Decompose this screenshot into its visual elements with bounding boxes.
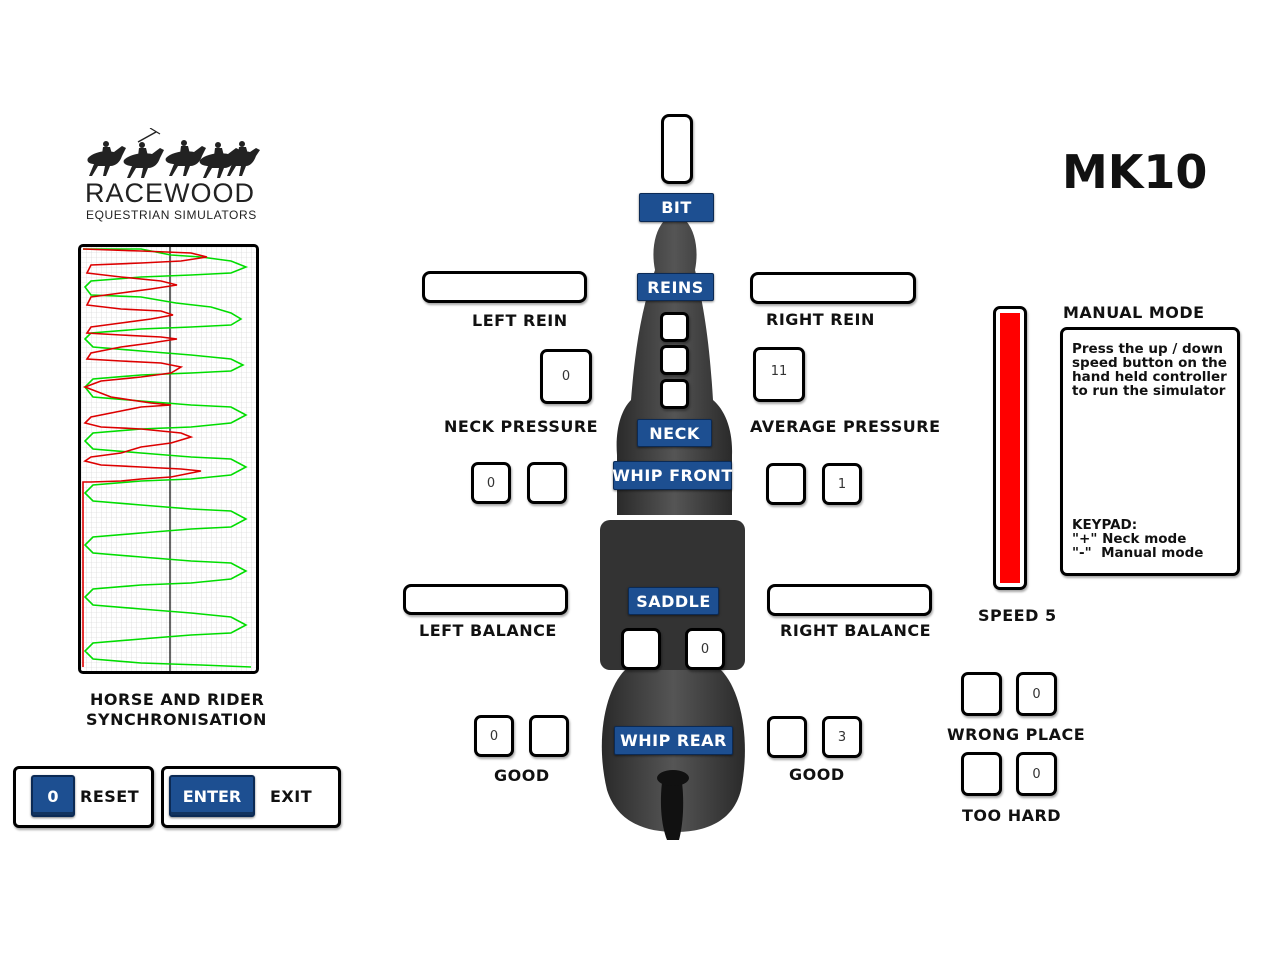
brand-tagline: EQUESTRIAN SIMULATORS: [86, 208, 257, 222]
neck-button[interactable]: NECK: [637, 419, 712, 447]
speed-gauge: [993, 306, 1027, 590]
whip-rear-left-good-label: GOOD: [494, 766, 550, 785]
manual-mode-panel: Press the up / down speed button on the …: [1060, 327, 1240, 576]
reset-key-button[interactable]: 0: [31, 775, 75, 817]
wrong-place-counter-1: [961, 672, 1002, 716]
sync-chart-label-2: SYNCHRONISATION: [86, 710, 267, 729]
right-rein-label: RIGHT REIN: [766, 310, 875, 329]
left-balance-label: LEFT BALANCE: [419, 621, 557, 640]
reset-panel: [13, 766, 154, 828]
enter-key-button[interactable]: ENTER: [169, 775, 255, 817]
wrong-place-label: WRONG PLACE: [947, 725, 1086, 744]
too-hard-label: TOO HARD: [962, 806, 1062, 825]
too-hard-counter-2: 0: [1016, 752, 1057, 796]
average-pressure-value: 11: [753, 347, 805, 402]
keypad-title: KEYPAD:: [1072, 517, 1138, 533]
saddle-counter-1: [621, 628, 661, 670]
left-balance-bar: [403, 584, 568, 615]
whip-front-left-counter-1: 0: [471, 462, 511, 504]
horse-riders-icon: [87, 128, 260, 178]
reset-label[interactable]: RESET: [80, 787, 140, 806]
speed-label: SPEED 5: [978, 606, 1057, 625]
horse-trace: [83, 248, 252, 668]
whip-rear-left-counter-1: 0: [474, 715, 514, 757]
neck-sensor-3: [660, 379, 689, 409]
manual-mode-title: MANUAL MODE: [1063, 303, 1205, 322]
whip-rear-right-counter-1: [767, 716, 807, 758]
model-title: MK10: [1062, 145, 1208, 199]
left-rein-label: LEFT REIN: [472, 311, 568, 330]
whip-front-right-counter-2: 1: [822, 463, 862, 505]
neck-pressure-label: NECK PRESSURE: [444, 417, 599, 436]
racewood-logo: RACEWOOD EQUESTRIAN SIMULATORS: [80, 128, 270, 228]
keypad-line-1: "+" Neck mode: [1072, 531, 1187, 547]
reins-button[interactable]: REINS: [637, 273, 714, 301]
keypad-line-2: "-" Manual mode: [1072, 545, 1204, 561]
wrong-place-counter-2: 0: [1016, 672, 1057, 716]
exit-label[interactable]: EXIT: [270, 787, 313, 806]
whip-rear-right-good-label: GOOD: [789, 765, 845, 784]
whip-front-left-counter-2: [527, 462, 567, 504]
whip-rear-button[interactable]: WHIP REAR: [614, 726, 733, 755]
right-balance-label: RIGHT BALANCE: [780, 621, 931, 640]
brand-name: RACEWOOD: [85, 178, 255, 208]
neck-sensor-2: [660, 345, 689, 375]
rider-trace: [82, 248, 208, 667]
whip-rear-right-counter-2: 3: [822, 716, 862, 758]
saddle-counter-2: 0: [685, 628, 725, 670]
average-pressure-label: AVERAGE PRESSURE: [750, 417, 941, 436]
manual-mode-instructions: Press the up / down speed button on the …: [1072, 341, 1227, 399]
bit-indicator: [661, 114, 693, 184]
bit-button[interactable]: BIT: [639, 193, 714, 222]
right-rein-bar: [750, 272, 916, 304]
saddle-button[interactable]: SADDLE: [628, 587, 719, 615]
neck-sensor-1: [660, 312, 689, 342]
neck-pressure-value: 0: [540, 349, 592, 404]
right-balance-bar: [767, 584, 932, 616]
left-rein-bar: [422, 271, 587, 303]
sync-chart-plot: [81, 247, 256, 671]
whip-rear-left-counter-2: [529, 715, 569, 757]
sync-chart: [78, 244, 259, 674]
too-hard-counter-1: [961, 752, 1002, 796]
whip-front-right-counter-1: [766, 463, 806, 505]
sync-chart-label-1: HORSE AND RIDER: [90, 690, 265, 709]
whip-front-button[interactable]: WHIP FRONT: [612, 461, 732, 490]
speed-fill: [1000, 313, 1020, 583]
